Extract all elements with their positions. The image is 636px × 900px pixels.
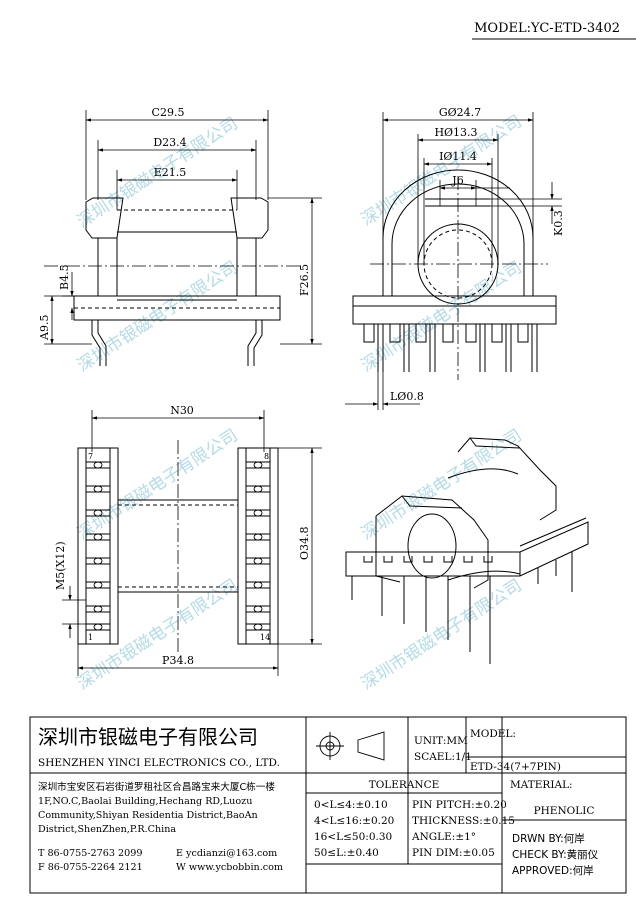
dim-l: LØ0.8 [390, 390, 424, 403]
dim-j: J6 [451, 174, 463, 187]
right-pin-slots [246, 461, 270, 631]
watermark-text: 深圳市银磁电子有限公司 [358, 426, 526, 545]
bottom-view [77, 440, 279, 652]
dim-k: K0.3 [552, 210, 565, 236]
unit: UNIT:MM [414, 735, 468, 747]
left-pin-slots [86, 461, 110, 631]
dim-g: GØ24.7 [439, 106, 481, 119]
material-label: MATERIAL: [510, 779, 573, 791]
title-block-frame [29, 716, 627, 894]
tolerance-title: TOLERANCE [369, 779, 440, 791]
pin-tolerance: ANGLE:±1° [411, 831, 476, 843]
dim-e: E21.5 [154, 166, 187, 179]
pin-number-1: 1 [88, 633, 93, 642]
side-dimensions [345, 112, 562, 410]
tolerance-row: 50≤L:±0.40 [314, 847, 379, 859]
watermark-text: 深圳市银磁电子有限公司 [74, 576, 242, 695]
side-view-pins [363, 324, 538, 372]
pin-tolerance: PIN PITCH:±0.20 [412, 799, 507, 811]
model-label: MODEL: [470, 728, 516, 740]
pin-number-7: 7 [88, 452, 93, 461]
bottom-dimensions [62, 410, 322, 676]
company-name-cn: 深圳市银磁电子有限公司 [38, 725, 258, 749]
pin-tolerance: THICKNESS:±0.15 [412, 815, 515, 827]
address-line-2: 1F,NO.C,Baolai Building,Hechang RD,Luozu [38, 796, 252, 807]
tolerance-row: 16<L≤50:0.30 [314, 831, 392, 843]
pin-tolerance: PIN DIM:±0.05 [412, 847, 495, 859]
tolerance-row: 0<L≤4:±0.10 [314, 799, 388, 811]
dim-i: IØ11.4 [439, 150, 477, 163]
address-line-1: 深圳市宝安区石岩街道罗租社区合昌路宝来大厦C栋一楼 [38, 781, 275, 793]
dim-c: C29.5 [152, 106, 185, 119]
email: E ycdianzi@163.com [176, 848, 277, 859]
approved-by: APPROVED:何岸 [512, 864, 594, 877]
company-name-en: SHENZHEN YINCI ELECTRONICS CO., LTD. [38, 757, 280, 769]
tolerance-row: 4<L≤16:±0.20 [314, 815, 394, 827]
projection-symbol [316, 731, 385, 761]
dim-h: HØ13.3 [434, 126, 477, 139]
dim-n: N30 [170, 404, 194, 417]
dim-d: D23.4 [153, 136, 186, 149]
watermark-text: 深圳市银磁电子有限公司 [74, 426, 242, 545]
scale: SCAEL:1/1 [414, 751, 472, 763]
pin-number-14: 14 [260, 633, 270, 642]
watermark-text: 深圳市银磁电子有限公司 [74, 258, 242, 377]
front-dimensions [44, 110, 322, 345]
fax: F 86-0755-2264 2121 [38, 862, 143, 873]
front-view [44, 197, 300, 366]
drawn-by: DRWN BY:何岸 [512, 832, 585, 845]
address-line-4: District,ShenZhen,P.R.China [38, 824, 176, 835]
check-by: CHECK BY:黄丽仪 [512, 848, 599, 861]
website: W www.ycbobbin.com [176, 862, 283, 873]
model-value: ETD-34(7+7PIN) [470, 761, 561, 773]
dim-a: A9.5 [38, 315, 51, 341]
dim-p: P34.8 [162, 654, 194, 667]
material-value: PHENOLIC [534, 805, 595, 817]
dim-f: F26.5 [298, 264, 311, 296]
bottom-view-pin-rows [86, 461, 270, 631]
header: MODEL:YC-ETD-3402 [472, 21, 636, 40]
model-title: MODEL:YC-ETD-3402 [474, 21, 620, 36]
dim-b: B4.5 [58, 264, 71, 290]
dim-o: O34.8 [298, 526, 311, 560]
watermark-text: 深圳市银磁电子有限公司 [358, 576, 526, 695]
phone: T 86-0755-2763 2099 [38, 848, 142, 859]
address-line-3: Community,Shiyan Residentia District,Bao… [38, 810, 258, 821]
isometric-view [345, 437, 589, 664]
dim-m: M5(X12) [54, 541, 67, 590]
pin-number-8: 8 [264, 452, 269, 461]
